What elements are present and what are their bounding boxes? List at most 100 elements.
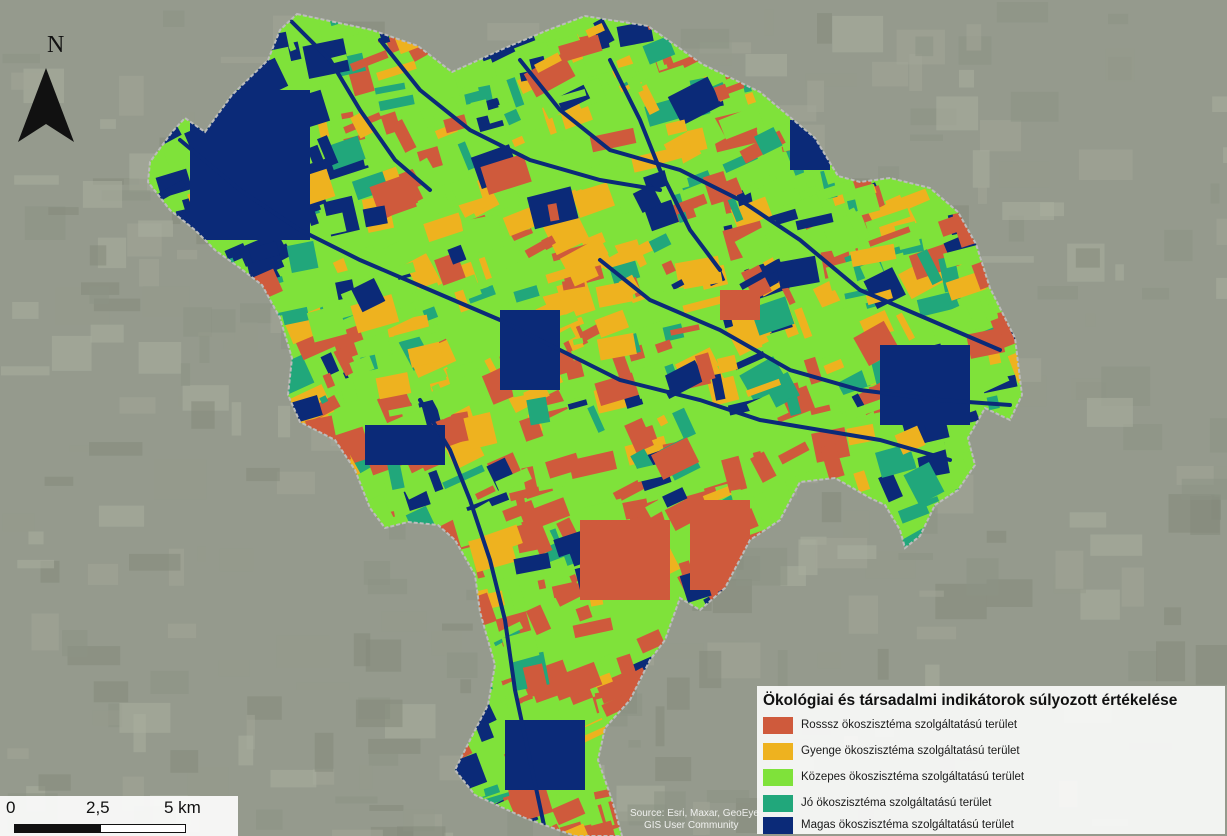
landuse-patch	[572, 617, 614, 639]
landuse-patch	[817, 298, 848, 318]
legend-item-jo: Jó ökoszisztéma szolgáltatású terület	[763, 792, 991, 814]
landuse-patch	[328, 115, 348, 142]
terrain-patch	[129, 553, 181, 571]
landuse-patch	[733, 351, 766, 371]
landuse-patch	[642, 247, 671, 279]
north-arrow-icon	[18, 68, 74, 142]
terrain-patch	[1128, 651, 1158, 682]
landuse-patch	[506, 77, 525, 108]
terrain-patch	[247, 696, 282, 720]
terrain-patch	[368, 738, 421, 754]
landuse-patch	[795, 212, 834, 231]
terrain-patch	[119, 397, 156, 414]
landuse-patch	[897, 496, 942, 524]
terrain-patch	[82, 181, 123, 208]
landuse-patch	[393, 324, 440, 344]
landuse-patch	[850, 243, 897, 268]
landuse-patch	[340, 111, 354, 120]
terrain-patch	[1210, 183, 1220, 204]
landuse-patch	[399, 467, 434, 500]
terrain-patch	[276, 471, 315, 495]
landuse-patch	[336, 270, 351, 281]
terrain-patch	[256, 809, 283, 830]
landuse-patch	[443, 114, 468, 134]
landuse-patch	[353, 332, 393, 365]
landuse-patch	[596, 332, 637, 361]
landuse-patch	[383, 241, 406, 263]
landuse-block	[720, 290, 760, 320]
stream-line	[598, 258, 1012, 407]
terrain-patch	[381, 611, 427, 632]
landuse-patch	[511, 135, 526, 148]
terrain-patch	[355, 699, 403, 728]
landuse-patch	[436, 482, 483, 513]
landuse-patch	[844, 397, 890, 421]
stream-line	[608, 58, 722, 272]
terrain-patch	[93, 681, 129, 703]
terrain-patch	[898, 553, 933, 560]
landuse-patch	[163, 143, 193, 166]
landuse-patch	[630, 68, 654, 86]
landuse-patch	[816, 179, 856, 202]
landuse-patch	[554, 89, 587, 105]
landuse-patch	[550, 661, 603, 701]
landuse-patch	[718, 105, 764, 140]
terrain-patch	[1037, 286, 1078, 300]
terrain-patch	[843, 510, 870, 541]
landuse-block	[580, 520, 670, 600]
landuse-block	[880, 345, 970, 425]
landuse-patch	[674, 255, 723, 290]
terrain-patch	[817, 13, 832, 44]
terrain-patch	[314, 732, 334, 772]
terrain-patch	[981, 256, 1034, 263]
landuse-patch	[526, 396, 551, 426]
legend-swatch	[763, 742, 793, 760]
north-arrow: N	[14, 18, 78, 142]
terrain-patch	[680, 28, 730, 49]
landuse-patch	[679, 391, 709, 411]
attribution-line: Source: Esri, Maxar, GeoEye	[630, 808, 759, 819]
terrain-patch	[877, 648, 889, 680]
landuse-patch	[368, 494, 395, 526]
landuse-patch	[599, 795, 615, 827]
landuse-patch	[376, 60, 417, 81]
terrain-patch	[246, 467, 280, 482]
terrain-patch	[92, 710, 120, 726]
landuse-patch	[773, 187, 801, 207]
landuse-patch	[745, 378, 782, 397]
terrain-patch	[431, 631, 462, 656]
landuse-patch	[956, 291, 990, 332]
terrain-patch	[14, 175, 59, 185]
landuse-patch	[632, 184, 662, 214]
landuse-patch	[894, 221, 921, 250]
terrain-patch	[89, 286, 109, 304]
landuse-patch	[823, 358, 845, 375]
terrain-patch	[666, 677, 690, 710]
terrain-patch	[442, 623, 473, 631]
landuse-patch	[428, 469, 444, 493]
terrain-patch	[12, 302, 39, 319]
terrain-patch	[1002, 202, 1054, 220]
terrain-patch	[487, 23, 540, 41]
landuse-patch	[446, 274, 482, 305]
scale-bar: 0 2,5 5 km	[0, 796, 238, 836]
landuse-patch	[349, 50, 389, 72]
landuse-patch	[513, 552, 551, 575]
landuse-patch	[777, 441, 810, 465]
terrain-patch	[180, 363, 191, 386]
terrain-patch	[44, 476, 74, 486]
legend-label: Magas ökoszisztéma szolgáltatású terület	[801, 819, 1014, 831]
landuse-patch	[716, 354, 739, 374]
landuse-patch	[429, 375, 481, 420]
terrain-patch	[154, 459, 207, 500]
terrain-patch	[1223, 147, 1227, 163]
landuse-patch	[524, 235, 556, 259]
terrain-patch	[365, 639, 402, 672]
terrain-patch	[1080, 589, 1120, 620]
landuse-patch	[316, 135, 339, 167]
landuse-patch	[374, 82, 406, 95]
terrain-patch	[312, 768, 335, 785]
terrain-patch	[246, 714, 255, 750]
landuse-patch	[725, 177, 743, 198]
